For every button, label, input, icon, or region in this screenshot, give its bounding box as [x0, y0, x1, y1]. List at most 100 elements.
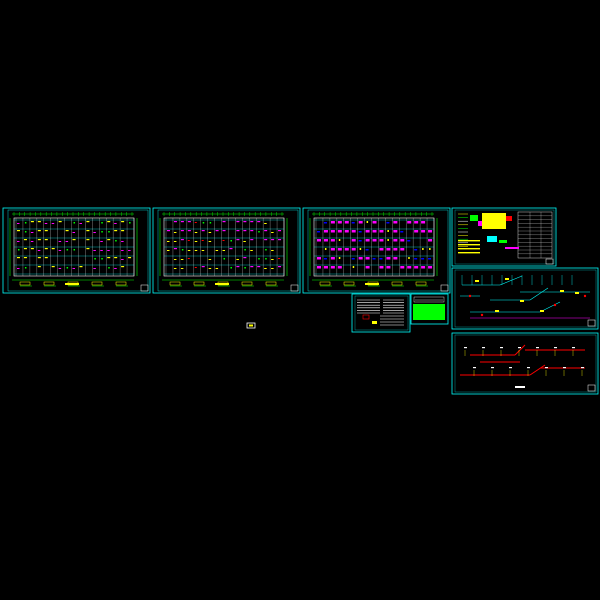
- fixture: [393, 221, 398, 224]
- fixture: [201, 230, 205, 232]
- title-block: [545, 258, 554, 265]
- stray-marker[interactable]: [246, 322, 256, 329]
- fixture: [379, 248, 384, 251]
- green-fill-panel: [413, 304, 445, 320]
- fixture: [386, 222, 390, 224]
- fixture: [51, 266, 55, 268]
- sheet-frame: [410, 293, 449, 325]
- fixture: [359, 248, 362, 250]
- stair-detail: [265, 281, 277, 286]
- fixture: [244, 267, 246, 269]
- fixture: [323, 266, 328, 269]
- fixture: [24, 231, 27, 233]
- floor-plan-sheet-2[interactable]: [152, 207, 301, 294]
- sheet-inner-frame: [454, 209, 555, 265]
- fixture: [66, 249, 69, 251]
- fixture: [337, 230, 342, 233]
- system-diagram-sheet-2[interactable]: [451, 332, 599, 395]
- diagram-caption-mark: [515, 386, 525, 388]
- branch-label: [545, 367, 548, 369]
- fixture: [66, 267, 69, 269]
- fixture: [222, 240, 225, 241]
- fixture: [101, 222, 103, 224]
- fixture: [408, 257, 410, 259]
- fixture: [429, 248, 431, 250]
- fixture: [180, 239, 184, 241]
- branch-label: [581, 367, 584, 369]
- sheet-frame: [351, 293, 411, 333]
- fixture: [107, 250, 110, 251]
- fixture: [372, 258, 376, 260]
- floor-plan-sheet-3[interactable]: [302, 207, 451, 294]
- floor-plan-sheet-1[interactable]: [2, 207, 151, 294]
- fixture: [258, 258, 260, 260]
- legend-magenta-bar: [505, 247, 519, 249]
- fixture: [72, 268, 76, 269]
- fixture: [365, 266, 370, 269]
- stair-detail: [319, 281, 331, 286]
- green-sheet[interactable]: [410, 293, 449, 325]
- fixture: [86, 230, 90, 232]
- legend-yellow-block: [482, 213, 506, 229]
- notes-text-lines: [357, 299, 404, 326]
- fixture: [17, 257, 20, 259]
- fixture: [323, 239, 328, 242]
- fixture: [379, 230, 384, 233]
- fixture: [338, 257, 341, 259]
- notes-sheet[interactable]: [351, 293, 411, 333]
- fixture: [365, 249, 369, 251]
- legend-cyan-block: [487, 236, 497, 242]
- fixture: [100, 250, 103, 251]
- legend-magenta-block: [478, 221, 482, 226]
- fixture: [167, 241, 170, 242]
- sheet-inner-frame: [354, 295, 409, 331]
- fixture: [37, 221, 41, 223]
- fixture: [422, 248, 424, 250]
- fixture: [167, 250, 170, 251]
- floor-plan-content: [159, 212, 288, 287]
- fixture: [208, 241, 212, 242]
- legend-sheet[interactable]: [451, 207, 557, 267]
- stair-detail: [415, 281, 427, 286]
- fixture: [323, 258, 327, 260]
- fixture: [323, 222, 327, 224]
- fixture: [121, 266, 125, 268]
- sheet-frame: [2, 207, 151, 294]
- fixture: [187, 230, 191, 232]
- fixture: [317, 257, 321, 260]
- fixture: [421, 258, 425, 260]
- fixture: [323, 230, 328, 233]
- branch-label: [518, 347, 521, 349]
- system-diagram-sheet-1[interactable]: [451, 267, 599, 330]
- fixture: [65, 230, 69, 232]
- fixture: [44, 239, 48, 241]
- valve-label: [475, 280, 479, 282]
- fixture: [58, 268, 62, 269]
- fixture: [24, 222, 27, 224]
- sheet-inner-frame: [7, 209, 149, 292]
- fixture: [317, 231, 320, 233]
- fixture: [23, 239, 27, 241]
- stray-marker-fill: [249, 324, 253, 327]
- fixture: [264, 239, 268, 241]
- fixture: [72, 232, 76, 233]
- fixture: [243, 221, 247, 223]
- fixture: [414, 221, 419, 224]
- fixture: [379, 258, 383, 260]
- notes-yellow-mark: [372, 321, 377, 324]
- fixture: [114, 257, 118, 259]
- stair-detail: [169, 281, 181, 286]
- fixture: [428, 266, 433, 269]
- fixture: [86, 239, 90, 241]
- fixture: [230, 267, 232, 269]
- fixture: [344, 221, 349, 224]
- pipe-segment: [529, 287, 549, 301]
- fixture: [258, 231, 260, 233]
- floor-plan-content: [9, 212, 138, 287]
- branch-label: [563, 367, 566, 369]
- branch-label: [500, 347, 503, 349]
- fixture: [351, 248, 356, 251]
- fixture: [250, 230, 254, 232]
- stair-detail: [343, 281, 355, 286]
- fixture: [194, 267, 197, 268]
